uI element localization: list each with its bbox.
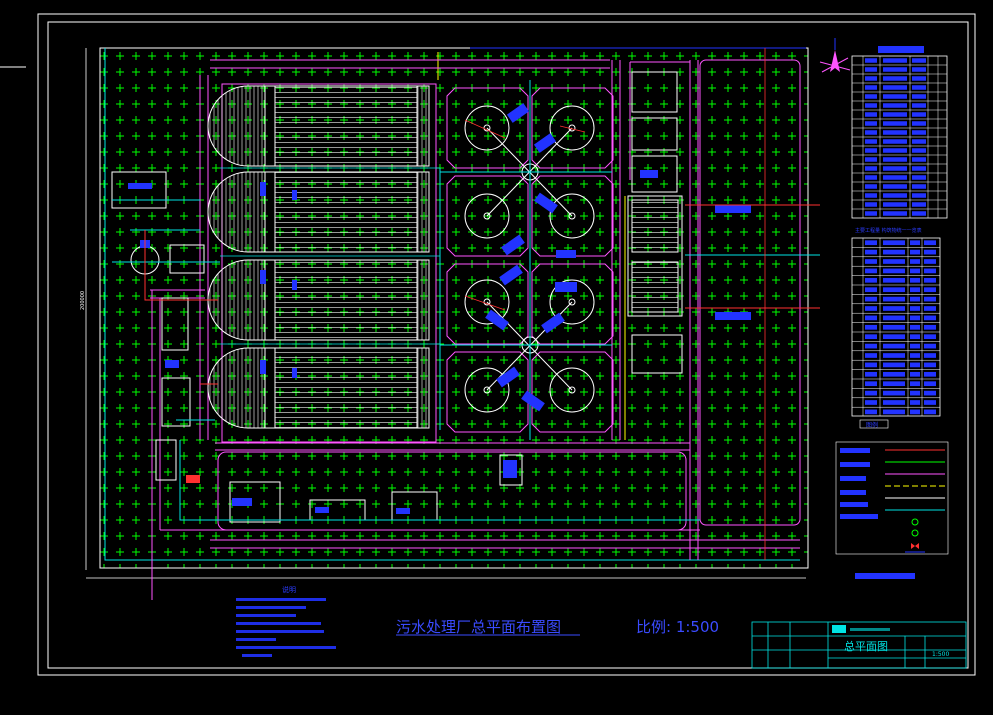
north-arrow-icon [819, 38, 851, 73]
aeration-tank-2 [207, 171, 430, 253]
drawing-title-block-text: 污水处理厂总平面布置图 比例: 1:500 [396, 618, 719, 636]
legend-heading: 图例 [866, 421, 878, 429]
design-notes: 说明 [236, 585, 336, 657]
sheet-scale: 1:500 [932, 651, 949, 658]
main-title: 污水处理厂总平面布置图 [396, 618, 561, 636]
legend [835, 441, 949, 579]
aeration-tank-1 [207, 85, 430, 167]
sheet-title: 总平面图 [844, 639, 888, 653]
aeration-tank-3 [207, 259, 430, 341]
title-block [751, 621, 967, 669]
table2-heading: 主要工程量 构筑物统一一览表 [855, 227, 922, 234]
aeration-tank-4 [207, 347, 430, 429]
secondary-clarifiers [440, 80, 614, 440]
equipment-table-1 [851, 46, 948, 219]
notes-heading: 说明 [282, 585, 296, 594]
title-block-logo [832, 625, 846, 633]
biological-tanks [207, 83, 441, 443]
drawing-frame [0, 13, 976, 676]
svg-text:200000: 200000 [80, 291, 86, 310]
site-plan: 200000 [80, 47, 820, 600]
filter-building [624, 48, 820, 560]
equipment-table-2: 主要工程量 构筑物统一一览表 图例 [851, 227, 941, 429]
road-network [150, 59, 801, 600]
scale-label: 比例: 1:500 [636, 618, 719, 636]
